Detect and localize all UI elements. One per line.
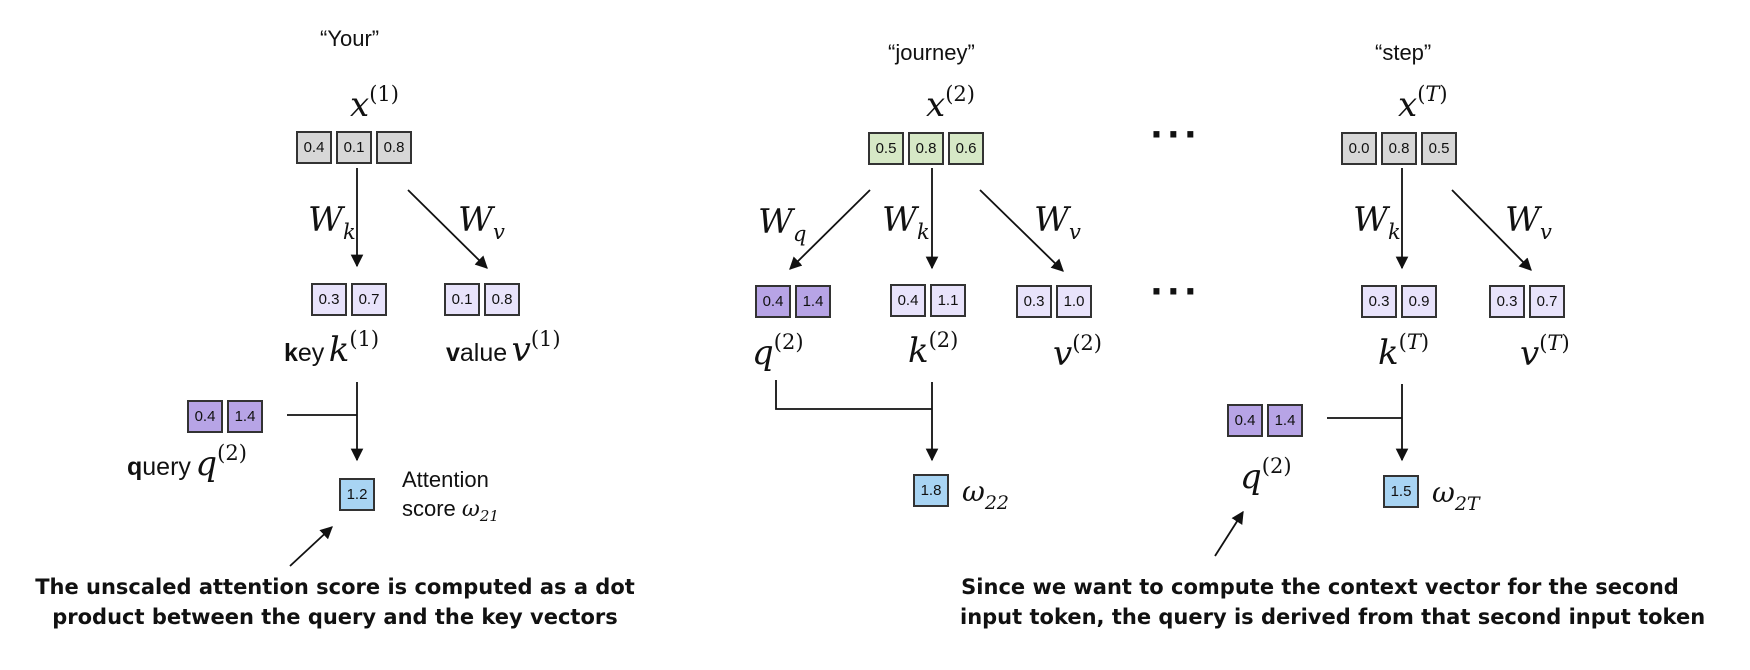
score-w22-cell: 1.8 (913, 474, 949, 507)
x1-label: x(1) (350, 82, 399, 125)
v1-cell-0: 0.1 (444, 283, 480, 316)
x1-vector: 0.4 0.1 0.8 (296, 131, 412, 164)
v1-cell-1: 0.8 (484, 283, 520, 316)
k2-label: k(2) (908, 328, 959, 371)
vT-cell-1: 0.7 (1529, 285, 1565, 318)
ellipsis-top: ··· (1150, 115, 1201, 155)
token-word-step: “step” (1375, 40, 1432, 65)
v2-vector: 0.3 1.0 (1016, 285, 1092, 318)
kT-label: k(T) (1378, 330, 1430, 373)
arrow-wv-1 (407, 189, 488, 269)
q2-right-cell-1: 1.4 (1267, 404, 1303, 437)
score-w2T-cell: 1.5 (1383, 475, 1419, 508)
q2-vector: 0.4 1.4 (755, 285, 831, 318)
x1-cell-0: 0.4 (296, 131, 332, 164)
wq-label-2: Wq (758, 202, 807, 246)
xT-label: x(T) (1398, 82, 1448, 125)
xT-vector: 0.0 0.8 0.5 (1341, 132, 1457, 165)
v2-label: v(2) (1053, 331, 1102, 374)
q2-vector-right: 0.4 1.4 (1227, 404, 1303, 437)
attention-score-label: Attention score ω21 (402, 467, 499, 525)
x2-cell-2: 0.6 (948, 132, 984, 165)
vT-label: v(T) (1520, 331, 1570, 374)
x2-cell-0: 0.5 (868, 132, 904, 165)
q2-cell-1: 1.4 (795, 285, 831, 318)
v2-cell-0: 0.3 (1016, 285, 1052, 318)
wv-label-1: Wv (458, 200, 505, 244)
k2-vector: 0.4 1.1 (890, 284, 966, 317)
vT-cell-0: 0.3 (1489, 285, 1525, 318)
token-word-your: “Your” (320, 26, 380, 51)
vT-vector: 0.3 0.7 (1489, 285, 1565, 318)
v2-cell-1: 1.0 (1056, 285, 1092, 318)
x1-cell-1: 0.1 (336, 131, 372, 164)
key-k1-label: key k(1) (284, 327, 380, 370)
q2-cell-0: 0.4 (755, 285, 791, 318)
k1-vector: 0.3 0.7 (311, 283, 387, 316)
score-w2T-box: 1.5 (1383, 475, 1419, 508)
wk-label-T: Wk (1353, 200, 1401, 244)
k1-cell-0: 0.3 (311, 283, 347, 316)
x2-cell-1: 0.8 (908, 132, 944, 165)
wk-label-2: Wk (882, 200, 930, 244)
q2-vector-left: 0.4 1.4 (187, 400, 263, 433)
score-w21-cell: 1.2 (339, 478, 375, 511)
q2-right-cell-0: 0.4 (1227, 404, 1263, 437)
q2-left-cell-0: 0.4 (187, 400, 223, 433)
x1-cell-2: 0.8 (376, 131, 412, 164)
k2-cell-0: 0.4 (890, 284, 926, 317)
wv-label-2: Wv (1034, 200, 1081, 244)
xT-cell-0: 0.0 (1341, 132, 1377, 165)
kT-vector: 0.3 0.9 (1361, 285, 1437, 318)
x2-label: x(2) (926, 82, 975, 125)
k1-cell-1: 0.7 (351, 283, 387, 316)
pointer-arrow-right (1214, 510, 1244, 557)
caption-left: The unscaled attention score is computed… (35, 575, 635, 630)
ellipsis-middle: ··· (1150, 272, 1201, 312)
pointer-arrow-left (289, 526, 333, 567)
value-v1-label: value v(1) (446, 327, 561, 370)
xT-cell-2: 0.5 (1421, 132, 1457, 165)
arrow-wv-2 (979, 189, 1064, 272)
line-q2-k2-join (775, 380, 932, 410)
wk-label-1: Wk (308, 200, 356, 244)
x2-vector: 0.5 0.8 0.6 (868, 132, 984, 165)
w22-label: ω22 (962, 475, 1010, 514)
caption-right: Since we want to compute the context vec… (960, 575, 1706, 630)
arrow-wv-T (1451, 189, 1532, 271)
q2-left-cell-1: 1.4 (227, 400, 263, 433)
arrow-wq-2 (789, 189, 871, 270)
wv-label-T: Wv (1505, 200, 1552, 244)
kT-cell-1: 0.9 (1401, 285, 1437, 318)
kT-cell-0: 0.3 (1361, 285, 1397, 318)
v1-vector: 0.1 0.8 (444, 283, 520, 316)
q2-label: q(2) (752, 330, 804, 373)
query-q2-label-left: query q(2) (127, 441, 247, 484)
xT-cell-1: 0.8 (1381, 132, 1417, 165)
token-word-journey: “journey” (888, 40, 975, 65)
k2-cell-1: 1.1 (930, 284, 966, 317)
w2T-label: ω2T (1432, 476, 1480, 515)
q2-label-right: q(2) (1240, 454, 1292, 497)
score-w21-box: 1.2 (339, 478, 375, 511)
score-w22-box: 1.8 (913, 474, 949, 507)
